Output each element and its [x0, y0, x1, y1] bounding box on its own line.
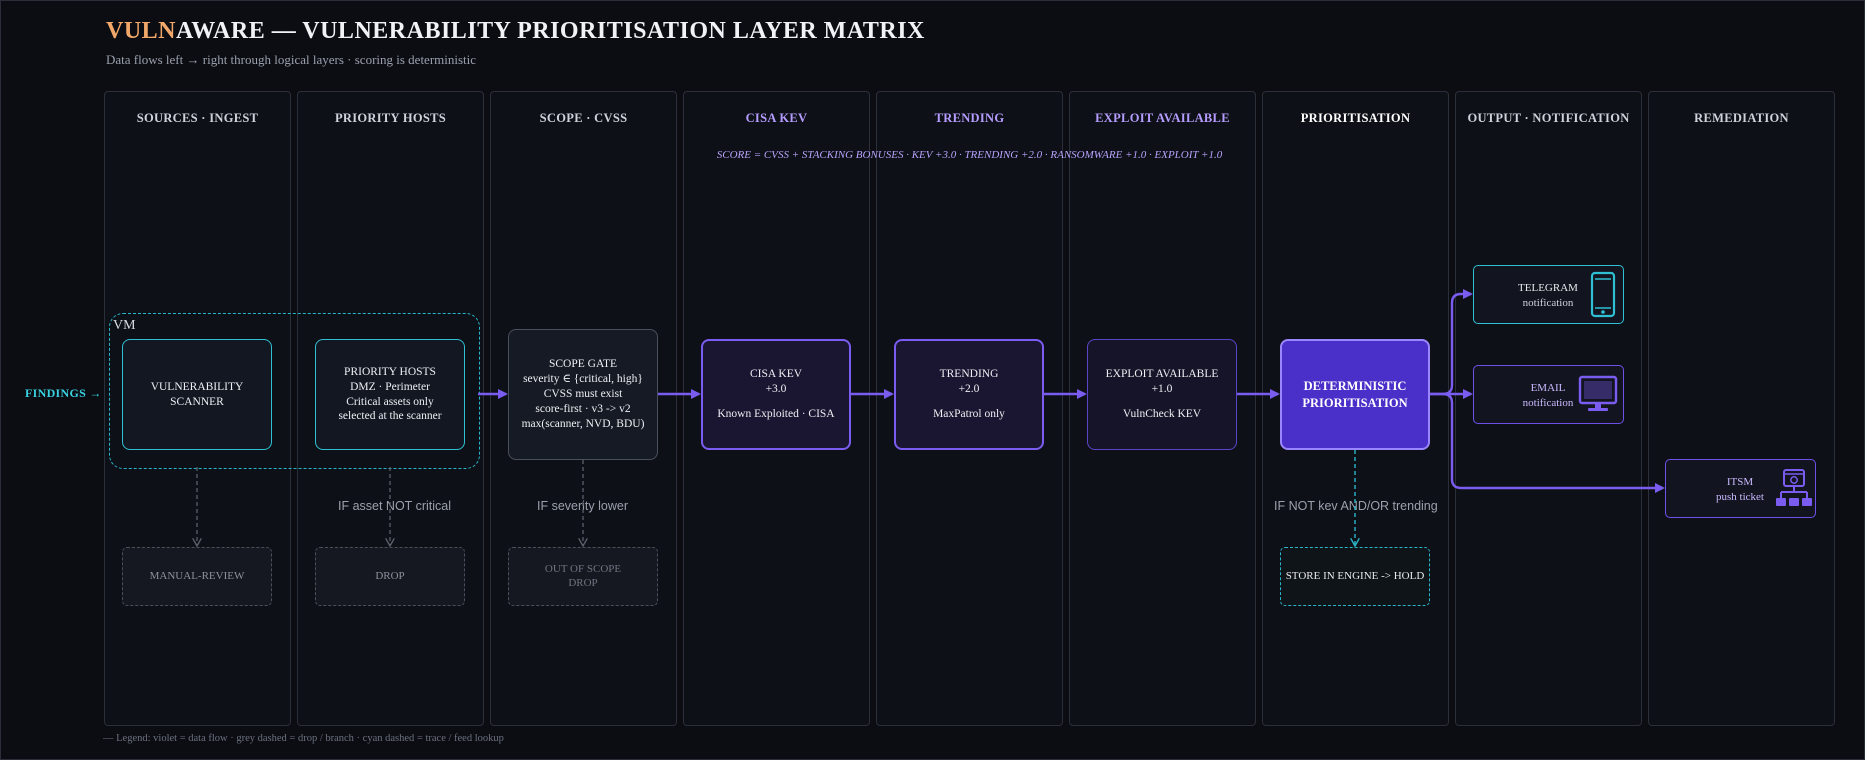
- scope-gate-node[interactable]: SCOPE GATE severity ∈ {critical, high} C…: [508, 329, 658, 460]
- branch-label-severity-lower: IF severity lower: [537, 499, 628, 513]
- node-line: CVSS must exist: [543, 388, 623, 401]
- priority-hosts-node[interactable]: PRIORITY HOSTS DMZ · Perimeter Critical …: [315, 339, 465, 450]
- findings-entry: FINDINGS →: [25, 386, 102, 400]
- node-line: SCANNER: [170, 395, 224, 408]
- itsm-text: ITSM push ticket: [1695, 475, 1785, 505]
- column-header: SOURCES · INGEST: [136, 111, 259, 125]
- trending-node[interactable]: TRENDING +2.0 MaxPatrol only: [894, 339, 1044, 450]
- title-rest: AWARE — VULNERABILITY PRIORITISATION LAY…: [176, 18, 925, 44]
- vm-group-label: VM: [113, 318, 136, 333]
- column-header: CISA KEV: [745, 111, 808, 125]
- node-line: PRIORITISATION: [1302, 395, 1408, 410]
- node-note: Known Exploited · CISA: [717, 407, 835, 420]
- telegram-output[interactable]: [1473, 265, 1624, 324]
- telegram-text: TELEGRAM notification: [1503, 281, 1593, 311]
- node-line: score-first · v3 -> v2: [535, 402, 631, 415]
- monitor-icon: [1578, 375, 1618, 411]
- node-line: severity ∈ {critical, high}: [523, 373, 643, 386]
- hold-sink[interactable]: STORE IN ENGINE -> HOLD: [1280, 547, 1430, 606]
- node-line: SCOPE GATE: [548, 358, 618, 371]
- email-title: EMAIL: [1530, 382, 1566, 394]
- node-line: selected at the scanner: [338, 410, 442, 423]
- title-brand: VULN: [106, 18, 177, 44]
- node-note: VulnCheck KEV: [1122, 407, 1202, 420]
- column-header: OUTPUT · NOTIFICATION: [1467, 111, 1630, 125]
- exploit-available-node[interactable]: EXPLOIT AVAILABLE +1.0 VulnCheck KEV: [1087, 339, 1237, 450]
- node-line: VULNERABILITY: [150, 380, 244, 393]
- out-of-scope-sink[interactable]: OUT OF SCOPE DROP: [508, 547, 658, 606]
- phone-icon: [1590, 271, 1616, 318]
- sink-label: STORE IN ENGINE -> HOLD: [1285, 569, 1425, 582]
- itsm-output[interactable]: [1665, 459, 1816, 518]
- branch-label-not-critical: IF asset NOT critical: [338, 499, 451, 513]
- page-title: VULNAWARE — VULNERABILITY PRIORITISATION…: [106, 18, 925, 45]
- node-bonus: +1.0: [1151, 383, 1173, 396]
- manual-review-sink[interactable]: MANUAL-REVIEW: [122, 547, 272, 606]
- node-note: MaxPatrol only: [933, 407, 1005, 420]
- node-title: CISA KEV: [749, 368, 803, 381]
- drop-sink[interactable]: DROP: [315, 547, 465, 606]
- vulnerability-scanner-node[interactable]: VULNERABILITY SCANNER: [122, 339, 272, 450]
- node-bonus: +2.0: [958, 383, 980, 396]
- branch-label-not-kev: IF NOT kev AND/OR trending: [1274, 499, 1438, 513]
- vm-group: [109, 313, 480, 469]
- deterministic-prioritisation-node[interactable]: DETERMINISTIC PRIORITISATION: [1280, 339, 1430, 450]
- org-chart-icon: [1776, 469, 1812, 506]
- sink-label: DROP: [568, 576, 598, 589]
- node-line: max(scanner, NVD, BDU): [521, 417, 645, 430]
- itsm-title: ITSM: [1726, 476, 1754, 488]
- score-formula: SCORE = CVSS + STACKING BONUSES · KEV +3…: [716, 149, 1223, 161]
- node-title: TRENDING: [939, 368, 999, 381]
- node-line: PRIORITY HOSTS: [344, 365, 436, 378]
- node-title: EXPLOIT AVAILABLE: [1105, 368, 1219, 381]
- node-line: DETERMINISTIC: [1303, 379, 1407, 394]
- sink-label: DROP: [375, 569, 405, 582]
- sink-label: OUT OF SCOPE: [544, 562, 622, 575]
- column-header: PRIORITY HOSTS: [334, 111, 447, 125]
- legend: — Legend: violet = data flow · grey dash…: [103, 733, 504, 744]
- column-header: TRENDING: [934, 111, 1005, 125]
- itsm-sub: push ticket: [1716, 490, 1764, 503]
- node-line: DMZ · Perimeter: [350, 380, 430, 393]
- column-header: PRIORITISATION: [1300, 111, 1411, 125]
- node-bonus: +3.0: [765, 383, 787, 396]
- sink-label: MANUAL-REVIEW: [149, 569, 245, 582]
- cisa-kev-node[interactable]: CISA KEV +3.0 Known Exploited · CISA: [701, 339, 851, 450]
- telegram-title: TELEGRAM: [1518, 282, 1578, 294]
- node-line: Critical assets only: [346, 395, 434, 408]
- column-remediation: REMEDIATION: [1648, 91, 1835, 726]
- telegram-sub: notification: [1522, 296, 1574, 309]
- column-header: SCOPE · CVSS: [539, 111, 628, 125]
- column-header: REMEDIATION: [1694, 111, 1789, 125]
- column-header: EXPLOIT AVAILABLE: [1095, 111, 1230, 125]
- page-subtitle: Data flows left → right through logical …: [106, 52, 477, 67]
